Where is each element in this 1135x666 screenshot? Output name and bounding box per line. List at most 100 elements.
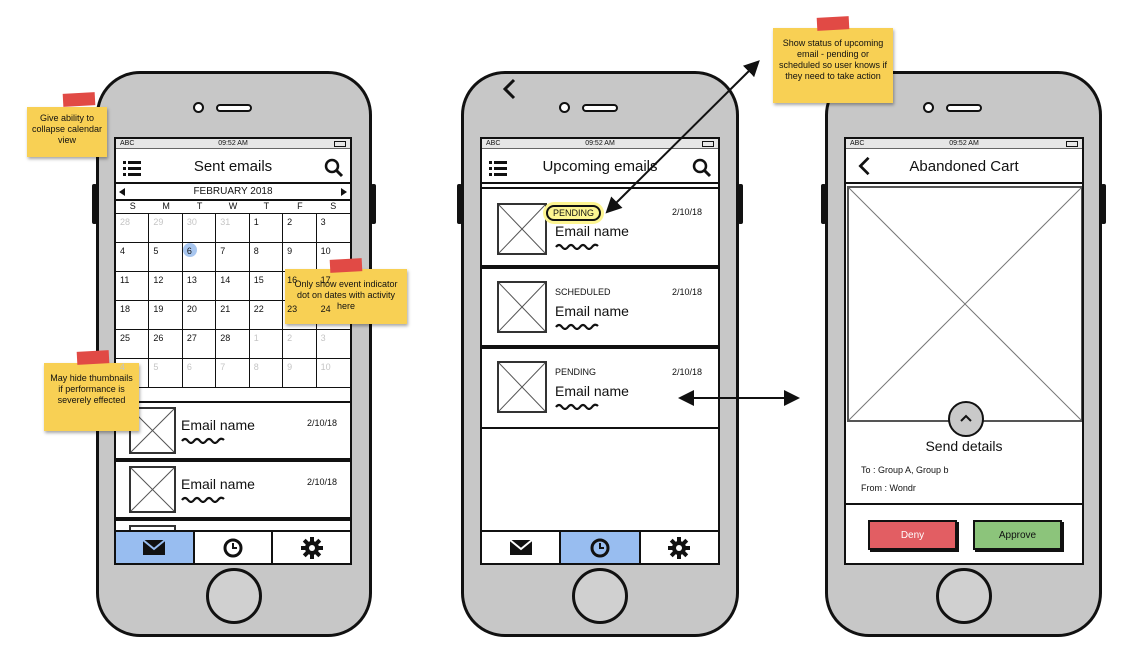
calendar-day-selected[interactable]: 6 [182,243,217,272]
calendar-day[interactable]: 20 [182,301,217,330]
prev-month-arrow-icon[interactable] [119,188,125,196]
email-name: Email name [181,476,255,492]
calendar-day[interactable]: 7 [216,243,250,272]
calendar-day[interactable]: 21 [216,301,250,330]
chevron-left-icon[interactable] [854,156,874,176]
calendar-day-number: 9 [287,246,293,256]
calendar-day[interactable]: 5 [149,359,183,388]
email-date: 2/10/18 [306,418,337,428]
email-thumbnail [497,361,547,413]
calendar-day[interactable]: 29 [149,214,183,243]
power-button [371,184,376,224]
email-thumbnail [497,281,547,333]
home-button[interactable] [206,568,262,624]
app-header: Sent emails [116,150,350,184]
calendar-day[interactable]: 8 [249,243,284,272]
tab-bar [116,530,350,563]
tab-settings[interactable] [273,532,350,563]
deny-button[interactable]: Deny [868,520,957,550]
calendar-day-number: 7 [220,246,226,256]
list-icon[interactable] [122,158,142,178]
calendar-day[interactable]: 27 [182,330,217,359]
clock-icon [590,538,610,557]
calendar-day[interactable]: 11 [116,272,150,301]
email-thumbnail [497,203,547,255]
email-name: Email name [555,383,629,399]
status-badge-pending: PENDING [546,205,602,221]
approve-button[interactable]: Approve [973,520,1062,550]
email-card[interactable]: PENDING 2/10/18 Email name [482,347,718,429]
calendar-day[interactable]: 14 [216,272,250,301]
sticky-note-thumbnails: May hide thumbnails if performance is se… [44,363,139,431]
tab-mail[interactable] [116,532,195,563]
carrier-label: ABC [850,140,865,147]
calendar-day-number: 22 [253,304,264,314]
calendar-day[interactable]: 30 [182,214,217,243]
scribble-text [181,437,225,444]
calendar-day[interactable]: 5 [149,243,183,272]
home-button[interactable] [936,568,992,624]
calendar-day[interactable]: 24 [316,301,350,330]
calendar-day[interactable]: 28 [116,214,150,243]
calendar-day-number: 3 [320,217,326,227]
calendar-day[interactable]: 28 [216,330,250,359]
calendar-day[interactable]: 7 [216,359,250,388]
calendar-weekday-label: S [116,201,150,214]
next-month-arrow-icon[interactable] [341,188,347,196]
calendar-day[interactable]: 18 [116,301,150,330]
email-card[interactable]: SCHEDULED 2/10/18 Email name [482,267,718,347]
calendar-day[interactable]: 1 [249,214,284,243]
calendar-day[interactable]: 15 [249,272,284,301]
email-name: Email name [181,417,255,433]
calendar-day-number: 13 [186,275,197,285]
page-title: Abandoned Cart [909,157,1019,175]
calendar-day[interactable]: 13 [182,272,217,301]
calendar-day[interactable]: 3 [316,330,350,359]
app-header: Abandoned Cart [846,150,1082,184]
calendar-day-number: 2 [287,217,293,227]
tab-scheduled[interactable] [561,532,641,563]
gear-icon [300,536,323,559]
calendar-day-number: 6 [186,246,192,256]
search-icon[interactable] [324,158,344,178]
calendar-day-number: 23 [287,304,298,314]
email-name: Email name [555,303,629,319]
tab-scheduled[interactable] [194,532,274,563]
calendar-day-number: 11 [120,275,130,285]
calendar-day[interactable]: 22 [249,301,284,330]
status-bar: ABC 09:52 AM [846,139,1082,149]
battery-icon [334,141,346,147]
tab-mail[interactable] [482,532,562,563]
calendar-day[interactable]: 25 [116,330,150,359]
calendar-day-number: 7 [220,362,226,372]
calendar-day[interactable]: 1 [249,330,284,359]
calendar-day-number: 19 [153,304,164,314]
send-details-title: Send details [925,438,1003,454]
calendar-day[interactable]: 12 [149,272,183,301]
email-card[interactable]: Email name 2/10/18 [116,460,350,519]
tab-settings[interactable] [640,532,718,563]
calendar-day[interactable]: 6 [182,359,217,388]
calendar-day[interactable]: 2 [283,214,317,243]
calendar-day[interactable]: 8 [249,359,284,388]
screen-abandoned-cart: ABC 09:52 AM Abandoned Cart Send details… [844,137,1084,565]
calendar-day[interactable]: 9 [283,359,317,388]
calendar-day-number: 2 [287,333,293,343]
calendar-day[interactable]: 31 [216,214,250,243]
expand-details-button[interactable] [948,401,984,437]
back-arrow-icon[interactable] [502,78,516,100]
calendar-day[interactable]: 19 [149,301,183,330]
email-name: Email name [555,223,629,239]
calendar-day[interactable]: 26 [149,330,183,359]
calendar-day[interactable]: 3 [316,214,350,243]
email-card[interactable]: Email name 2/10/18 [116,401,350,460]
home-button[interactable] [572,568,628,624]
clock-label: 09:52 AM [585,140,615,147]
calendar-day-number: 31 [220,217,231,227]
calendar-day[interactable]: 2 [283,330,317,359]
calendar-day[interactable]: 4 [116,243,150,272]
calendar-day[interactable]: 10 [316,359,350,388]
sticky-note-tape [329,258,363,273]
list-icon[interactable] [488,158,508,178]
screen-sent-emails: ABC 09:52 AM Sent emails FEBRUARY 2018 S… [114,137,352,565]
